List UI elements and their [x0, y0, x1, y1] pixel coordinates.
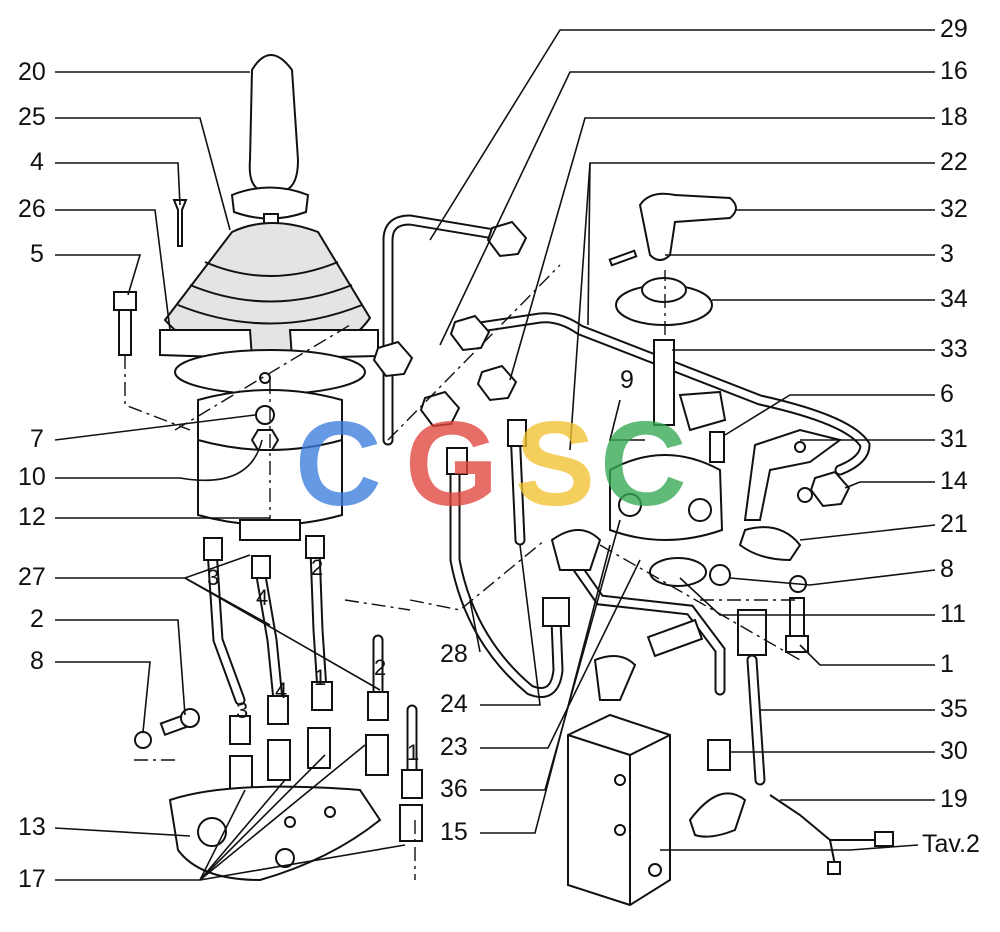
- valve-body: [197, 389, 343, 526]
- cgsc-watermark: C G S C: [295, 397, 687, 531]
- watermark-letter-c: C: [600, 397, 687, 531]
- watermark-letter-s: S: [515, 397, 595, 531]
- part-label: 31: [940, 425, 968, 453]
- watermark-letter-g: G: [405, 397, 498, 531]
- base-plate-assembly: [134, 708, 423, 882]
- part-label-reference: Tav.2: [922, 830, 980, 858]
- labels-bottom-center: 28 24 23 36 15: [440, 640, 468, 846]
- part-label: 24: [440, 690, 468, 718]
- part-label: 36: [440, 775, 468, 803]
- hoses-left: 3 4 2 1 4 3 2 1: [203, 535, 423, 799]
- spindle-33: [653, 339, 675, 426]
- selector-valve-assembly: [567, 192, 894, 907]
- nut-holder: [649, 557, 707, 587]
- part-label: 32: [940, 195, 968, 223]
- bolt-5-shank: [118, 309, 132, 356]
- part-label: 27: [18, 563, 46, 591]
- part-label: 26: [18, 195, 46, 223]
- labels-right: 29 16 18 22 32 3 34 33 6 31 14 21 8 11 1…: [922, 15, 980, 858]
- bellows-fold: [204, 261, 339, 277]
- part-label: 19: [940, 785, 968, 813]
- bellows-fold: [189, 284, 353, 303]
- nut: [250, 429, 280, 451]
- center-pipes: [372, 214, 871, 771]
- part-label: 22: [940, 148, 968, 176]
- part-label: 18: [940, 103, 968, 131]
- washer: [255, 405, 275, 425]
- bolt-1: [789, 597, 805, 639]
- hose-mark: 2: [374, 655, 386, 680]
- part-label: 21: [940, 510, 968, 538]
- part-label: 13: [18, 813, 46, 841]
- part-label: 20: [18, 58, 46, 86]
- part-label: 8: [940, 555, 954, 583]
- part-label: 4: [30, 148, 44, 176]
- part-label: 25: [18, 103, 46, 131]
- bracket-6: [678, 390, 727, 432]
- part-label: 29: [940, 15, 968, 43]
- base-plate-hole: [275, 848, 295, 868]
- part-label: 23: [440, 733, 468, 761]
- part-label: 8: [30, 647, 44, 675]
- part-label: 11: [940, 600, 966, 628]
- hose-mark: 4: [275, 678, 287, 703]
- part-label: 10: [18, 463, 46, 491]
- bolt-2-head: [180, 708, 200, 728]
- bolt-6: [709, 431, 725, 463]
- bracket-31: [743, 428, 843, 521]
- port-block: [239, 519, 301, 541]
- wire: [769, 794, 880, 841]
- part-label: 12: [18, 503, 46, 531]
- part-label: 35: [940, 695, 968, 723]
- part-label: 6: [940, 380, 954, 408]
- part-label: 34: [940, 285, 968, 313]
- part-label: 16: [940, 57, 968, 85]
- joystick-assembly: [113, 54, 379, 541]
- bracket-hole: [794, 441, 806, 453]
- bolt-5-head: [113, 291, 137, 311]
- part-label: 7: [30, 425, 44, 453]
- hose-mark: 4: [256, 585, 268, 610]
- base-plate-hole: [197, 817, 227, 847]
- washer-8: [134, 731, 152, 749]
- part-label: 30: [940, 737, 968, 765]
- part-label: 17: [18, 865, 46, 893]
- part-label: 9: [620, 366, 634, 394]
- part-label: 28: [440, 640, 468, 668]
- valve-port: [618, 493, 642, 517]
- grip-collar: [230, 186, 310, 220]
- bellows-fold: [177, 304, 363, 325]
- screw-4: [172, 199, 188, 247]
- joystick-grip: [248, 54, 300, 191]
- part-label: 33: [940, 335, 968, 363]
- pin-3: [608, 249, 638, 267]
- leader-lines: [54, 29, 936, 881]
- part-label: 5: [30, 240, 44, 268]
- base-plate-hole: [284, 816, 296, 828]
- alignment-lines: [124, 264, 801, 880]
- hose-mark: 1: [314, 665, 326, 690]
- part-label: 3: [940, 240, 954, 268]
- part-label: 15: [440, 818, 468, 846]
- part-label: 2: [30, 605, 44, 633]
- hose-mark: 3: [236, 698, 248, 723]
- hose-mark: 3: [207, 565, 219, 590]
- cap-34-top: [641, 277, 687, 303]
- hose-mark: 2: [311, 555, 323, 580]
- part-label: 1: [940, 650, 954, 678]
- base-plate-hole: [324, 806, 336, 818]
- labels-inline: 9: [620, 366, 634, 394]
- labels-left: 20 25 4 26 5 7 10 12 27 2 8 13 17: [18, 58, 46, 893]
- hose-mark: 1: [407, 740, 419, 765]
- watermark-letter-c: C: [295, 397, 382, 531]
- valve-port: [688, 498, 712, 522]
- wire: [829, 839, 836, 866]
- lever-32: [638, 192, 737, 261]
- part-label: 14: [940, 467, 968, 495]
- solenoid-block: [567, 713, 671, 907]
- plate-hole: [259, 372, 271, 384]
